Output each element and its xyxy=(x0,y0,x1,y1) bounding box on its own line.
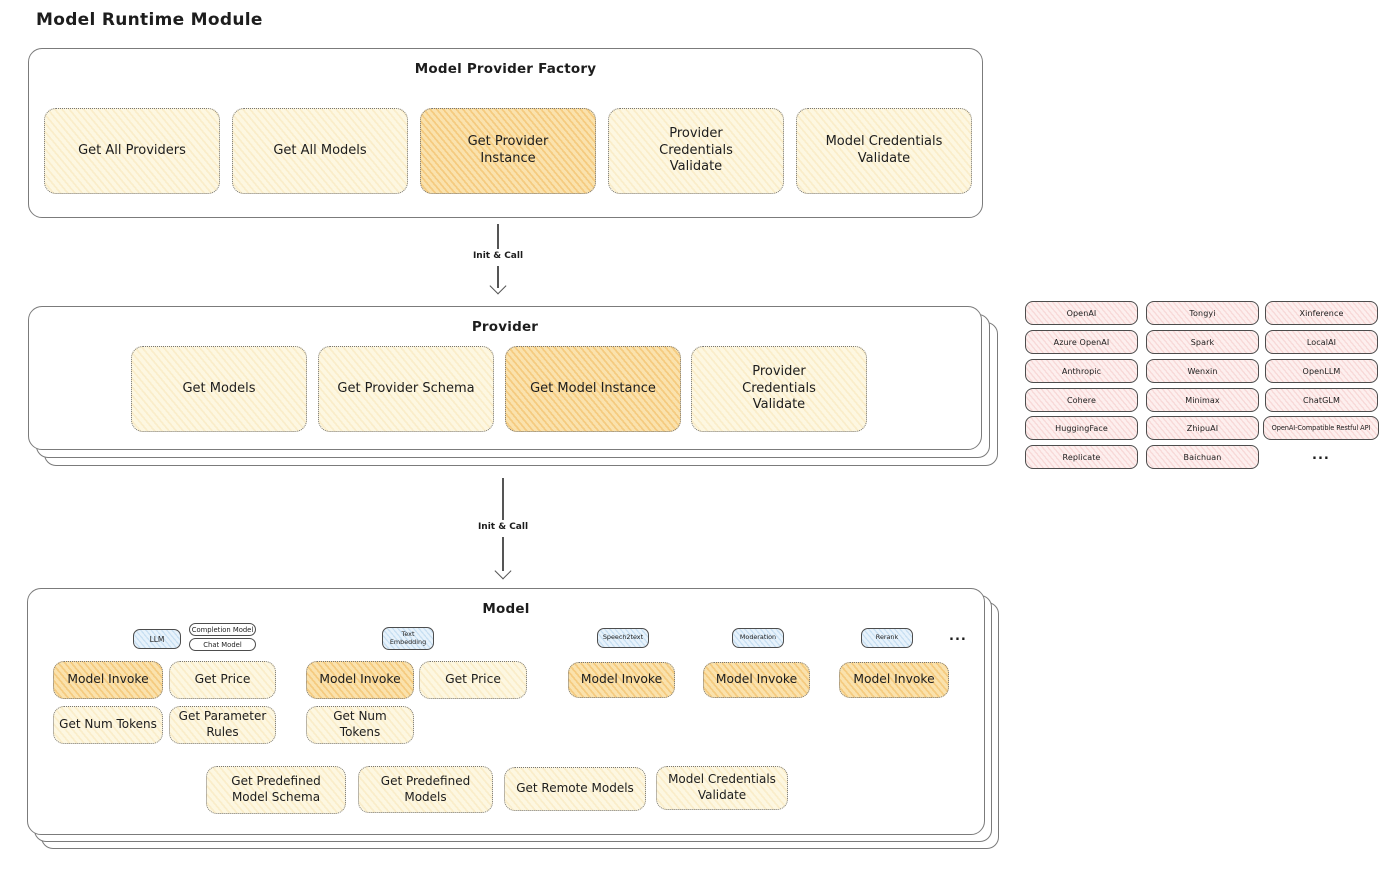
llm-get-price: Get Price xyxy=(169,661,276,699)
arrow-label: Init & Call xyxy=(469,251,527,261)
arrow-down-icon xyxy=(494,562,512,580)
tag-speech2text: Speech2text xyxy=(597,628,649,648)
speech2text-model-invoke: Model Invoke xyxy=(568,662,675,698)
chip-huggingface: HuggingFace xyxy=(1025,416,1138,440)
chip-xinference: Xinference xyxy=(1265,301,1378,325)
factory-model-credentials-validate: Model Credentials Validate xyxy=(796,108,972,194)
model-credentials-validate: Model Credentials Validate xyxy=(656,766,788,810)
factory-frame: Model Provider Factory Get All Providers… xyxy=(28,48,983,218)
model-more-ellipsis: ... xyxy=(949,629,967,644)
provider-more-ellipsis: ... xyxy=(1312,448,1330,463)
arrow-line xyxy=(497,266,499,288)
provider-get-model-instance: Get Model Instance xyxy=(505,346,681,432)
arrow-line xyxy=(502,537,504,571)
tag-chat-model: Chat Model xyxy=(189,638,256,651)
chip-openllm: OpenLLM xyxy=(1265,359,1378,383)
model-frame: Model LLM Completion Model Chat Model Te… xyxy=(27,588,985,835)
moderation-model-invoke: Model Invoke xyxy=(703,662,810,698)
provider-credentials-validate: Provider Credentials Validate xyxy=(691,346,867,432)
llm-get-num-tokens: Get Num Tokens xyxy=(53,706,163,744)
chip-openai: OpenAI xyxy=(1025,301,1138,325)
factory-provider-credentials-validate: Provider Credentials Validate xyxy=(608,108,784,194)
tag-rerank: Rerank xyxy=(861,628,913,648)
tag-completion-model: Completion Model xyxy=(189,623,256,636)
chip-zhipuai: ZhipuAI xyxy=(1146,416,1259,440)
llm-model-invoke: Model Invoke xyxy=(53,661,163,699)
arrow-line xyxy=(497,224,499,249)
chip-wenxin: Wenxin xyxy=(1146,359,1259,383)
chip-baichuan: Baichuan xyxy=(1146,445,1259,469)
factory-get-provider-instance: Get Provider Instance xyxy=(420,108,596,194)
model-get-predefined-models: Get Predefined Models xyxy=(358,766,493,813)
model-get-remote-models: Get Remote Models xyxy=(504,767,646,811)
chip-spark: Spark xyxy=(1146,330,1259,354)
arrow-label: Init & Call xyxy=(474,522,532,532)
factory-get-all-models: Get All Models xyxy=(232,108,408,194)
arrow-line xyxy=(502,478,504,520)
arrow-down-icon xyxy=(489,277,507,295)
tag-moderation: Moderation xyxy=(732,628,784,648)
llm-get-parameter-rules: Get Parameter Rules xyxy=(169,706,276,744)
provider-get-provider-schema: Get Provider Schema xyxy=(318,346,494,432)
chip-chatglm: ChatGLM xyxy=(1265,388,1378,412)
chip-minimax: Minimax xyxy=(1146,388,1259,412)
rerank-model-invoke: Model Invoke xyxy=(839,662,949,698)
embedding-model-invoke: Model Invoke xyxy=(306,661,414,699)
embedding-get-price: Get Price xyxy=(419,661,527,699)
chip-openai-compatible-restful-api: OpenAI-Compatible Restful API xyxy=(1263,416,1379,440)
chip-tongyi: Tongyi xyxy=(1146,301,1259,325)
chip-cohere: Cohere xyxy=(1025,388,1138,412)
chip-anthropic: Anthropic xyxy=(1025,359,1138,383)
model-title: Model xyxy=(482,601,530,617)
provider-frame: Provider Get Models Get Provider Schema … xyxy=(28,306,982,450)
chip-replicate: Replicate xyxy=(1025,445,1138,469)
chip-localai: LocalAI xyxy=(1265,330,1378,354)
factory-get-all-providers: Get All Providers xyxy=(44,108,220,194)
page-title: Model Runtime Module xyxy=(36,10,263,30)
model-get-predefined-model-schema: Get Predefined Model Schema xyxy=(206,766,346,814)
provider-title: Provider xyxy=(471,319,539,335)
provider-get-models: Get Models xyxy=(131,346,307,432)
chip-azure-openai: Azure OpenAI xyxy=(1025,330,1138,354)
tag-llm: LLM xyxy=(133,629,181,649)
tag-text-embedding: Text Embedding xyxy=(382,627,434,650)
factory-title: Model Provider Factory xyxy=(414,61,597,77)
embedding-get-num-tokens: Get Num Tokens xyxy=(306,706,414,744)
